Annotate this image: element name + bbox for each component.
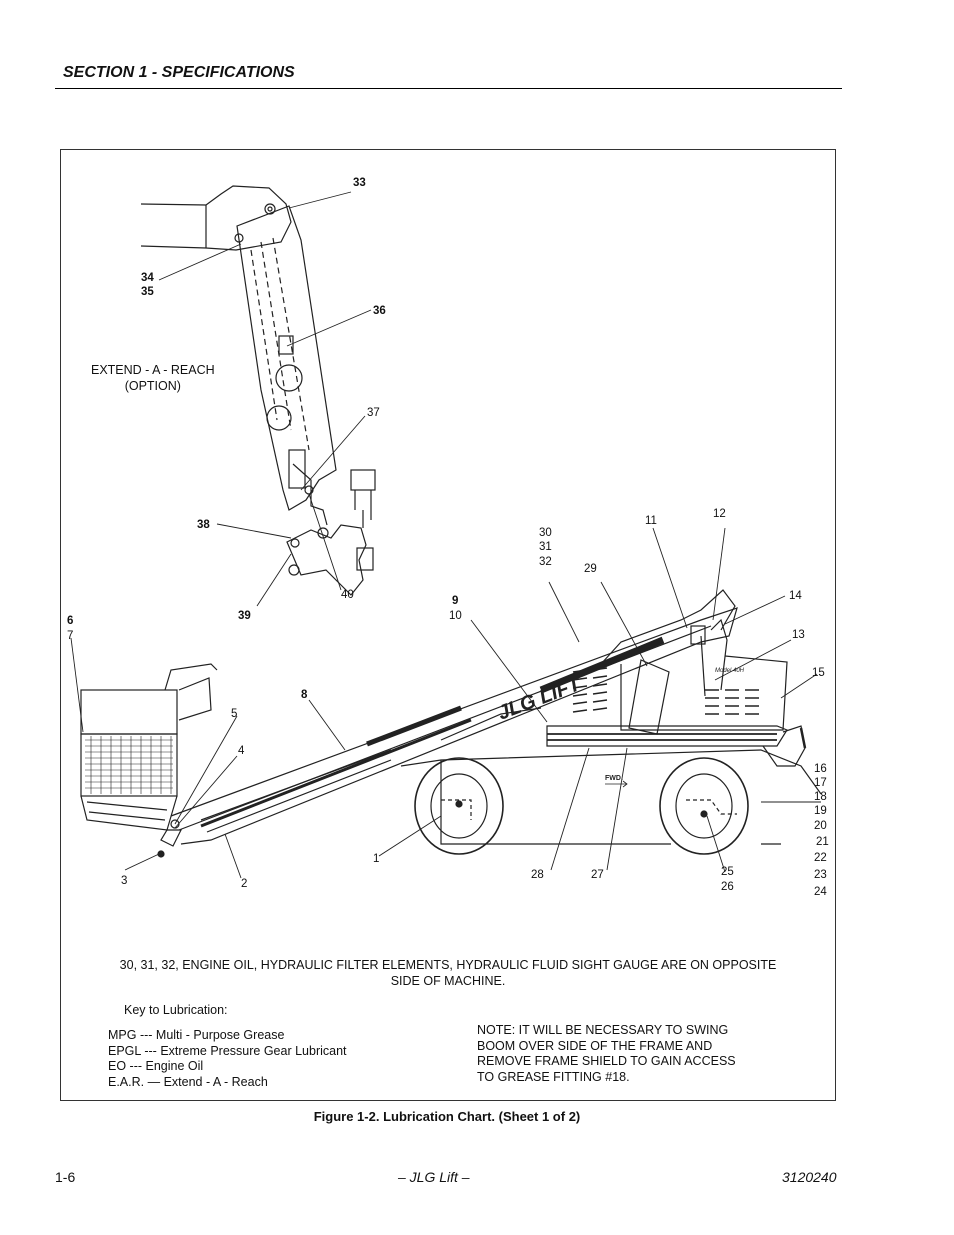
forward-marker-text: FWD. xyxy=(605,775,623,782)
callout-29: 29 xyxy=(584,563,597,575)
callout-6: 6 xyxy=(67,615,74,627)
opposite-side-note: 30, 31, 32, ENGINE OIL, HYDRAULIC FILTER… xyxy=(61,958,835,989)
callout-19: 19 xyxy=(814,805,827,817)
callout-34: 34 xyxy=(141,272,154,284)
extend-a-reach-assembly xyxy=(140,185,376,596)
boom-brand-text: JLG LIFT xyxy=(495,672,585,724)
callout-32: 32 xyxy=(539,556,552,568)
key-item-epgl: EPGL --- Extreme Pressure Gear Lubricant xyxy=(108,1043,347,1058)
main-machine xyxy=(70,191,822,879)
model-plate-text: Model 40H xyxy=(715,668,745,674)
lubrication-diagram: JLG LIFT Model 40H FWD. xyxy=(70,185,822,879)
callout-18: 18 xyxy=(814,791,827,803)
extend-a-reach-label: EXTEND - A - REACH (OPTION) xyxy=(91,362,215,394)
footer-doc-number: 3120240 xyxy=(782,1169,837,1185)
callout-27: 27 xyxy=(591,869,604,881)
access-note-line-1: NOTE: IT WILL BE NECESSARY TO SWING xyxy=(477,1023,729,1037)
callout-38: 38 xyxy=(197,519,210,531)
callout-8: 8 xyxy=(301,689,308,701)
option-label-line-1: EXTEND - A - REACH xyxy=(91,363,215,377)
callout-9: 9 xyxy=(452,595,459,607)
callout-39: 39 xyxy=(238,610,251,622)
footer-brand: – JLG Lift – xyxy=(398,1169,470,1185)
callout-25: 25 xyxy=(721,866,734,878)
callout-12: 12 xyxy=(713,508,726,520)
callout-2: 2 xyxy=(241,878,248,890)
footer-page-number: 1-6 xyxy=(55,1169,76,1185)
callout-11: 11 xyxy=(645,515,657,527)
callout-28: 28 xyxy=(531,869,544,881)
callout-37: 37 xyxy=(367,407,380,419)
callout-1: 1 xyxy=(373,853,380,865)
callout-16: 16 xyxy=(814,763,827,775)
callout-3: 3 xyxy=(121,875,128,887)
lubrication-key-list: MPG --- Multi - Purpose Grease EPGL --- … xyxy=(108,1028,347,1090)
callout-17: 17 xyxy=(814,777,827,789)
callout-5: 5 xyxy=(231,708,238,720)
grease-access-note: NOTE: IT WILL BE NECESSARY TO SWING BOOM… xyxy=(477,1023,736,1085)
figure-caption: Figure 1-2. Lubrication Chart. (Sheet 1 … xyxy=(313,1109,581,1124)
key-item-eo: EO --- Engine Oil xyxy=(108,1059,204,1073)
callout-33: 33 xyxy=(353,177,366,189)
callout-36: 36 xyxy=(373,305,386,317)
access-note-line-3: REMOVE FRAME SHIELD TO GAIN ACCESS xyxy=(477,1054,736,1068)
callout-24: 24 xyxy=(814,886,827,898)
callout-22: 22 xyxy=(814,852,827,864)
key-item-mpg: MPG --- Multi - Purpose Grease xyxy=(108,1028,285,1042)
access-note-line-2: BOOM OVER SIDE OF THE FRAME AND xyxy=(477,1038,713,1053)
callout-15: 15 xyxy=(812,667,825,679)
key-item-ear: E.A.R. — Extend - A - Reach xyxy=(108,1074,268,1089)
callout-26: 26 xyxy=(721,881,734,893)
section-header: SECTION 1 - SPECIFICATIONS xyxy=(63,64,295,81)
callout-14: 14 xyxy=(789,590,802,602)
opposite-side-note-line-2: SIDE OF MACHINE. xyxy=(390,973,506,988)
callout-4: 4 xyxy=(238,745,245,757)
callout-23: 23 xyxy=(814,869,827,881)
callout-31: 31 xyxy=(539,541,552,553)
opposite-side-note-line-1: 30, 31, 32, ENGINE OIL, HYDRAULIC FILTER… xyxy=(119,958,777,972)
figure-frame: JLG LIFT Model 40H FWD. EXTEND - A - REA… xyxy=(60,149,836,1101)
callout-40: 40 xyxy=(341,589,354,601)
lubrication-key-title: Key to Lubrication: xyxy=(124,1003,228,1017)
callout-10: 10 xyxy=(449,610,462,622)
callout-35: 35 xyxy=(141,286,154,298)
callout-30: 30 xyxy=(539,527,552,539)
callout-21: 21 xyxy=(816,836,829,848)
header-rule xyxy=(55,88,842,89)
option-label-line-2: (OPTION) xyxy=(124,379,181,393)
callout-13: 13 xyxy=(792,629,805,641)
callout-7: 7 xyxy=(67,630,74,642)
callout-20: 20 xyxy=(814,820,827,832)
access-note-line-4: TO GREASE FITTING #18. xyxy=(477,1069,630,1084)
